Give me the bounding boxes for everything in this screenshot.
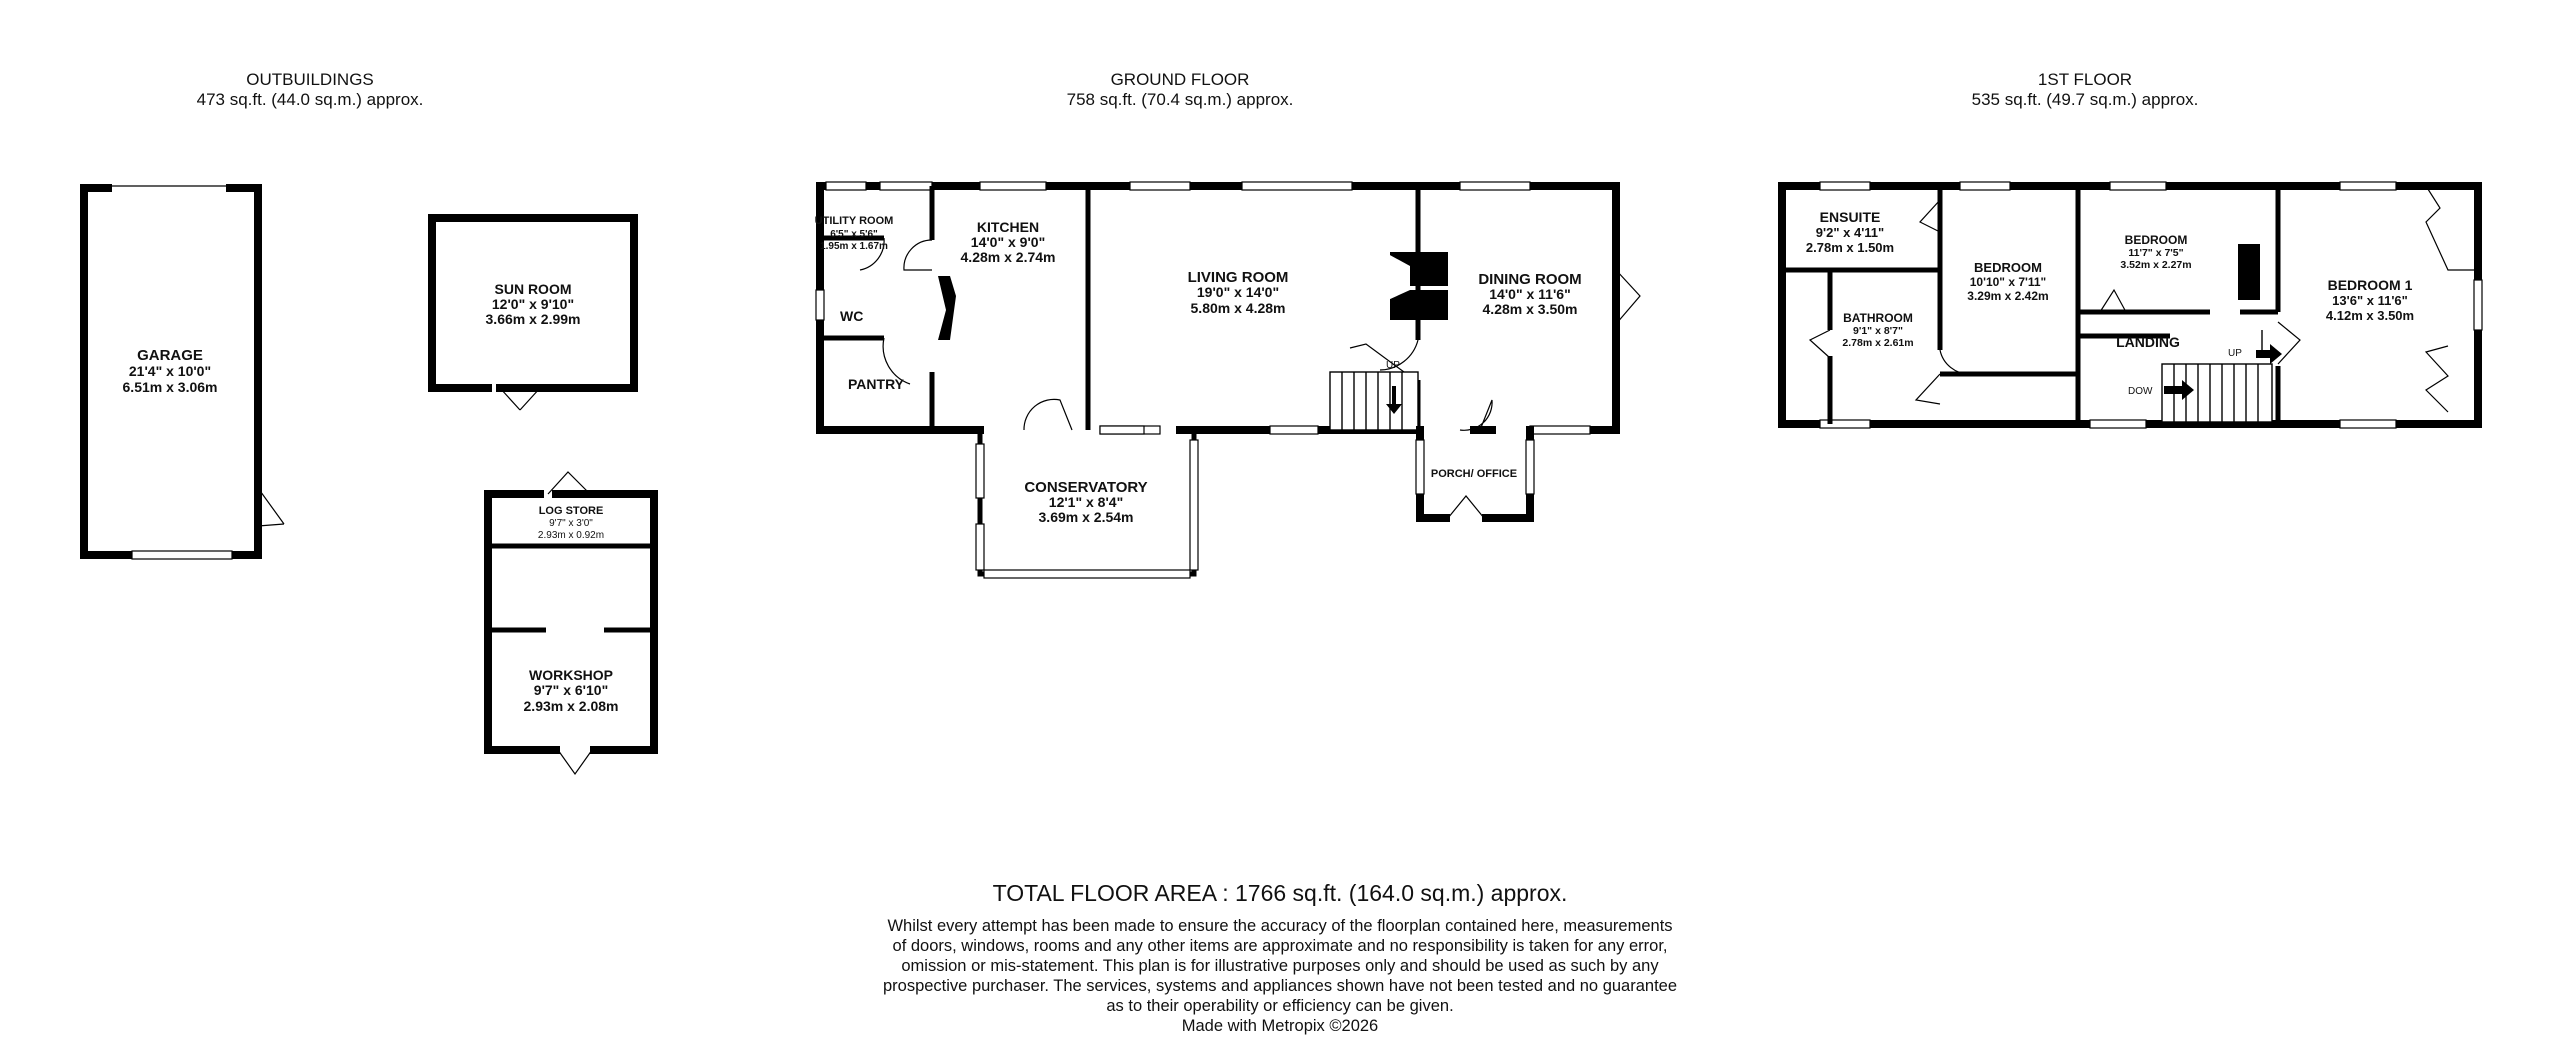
utility-room-label: UTILITY ROOM bbox=[815, 215, 894, 227]
porch-office-label: PORCH/ OFFICE bbox=[1431, 468, 1517, 480]
ground-floor-stairs bbox=[1329, 343, 1419, 431]
living-room-label: LIVING ROOM bbox=[1188, 269, 1289, 286]
outbuildings-heading: OUTBUILDINGS 473 sq.ft. (44.0 sq.m.) app… bbox=[150, 70, 470, 110]
dining-room-label: DINING ROOM bbox=[1478, 271, 1581, 288]
garage-label: GARAGE bbox=[137, 347, 203, 364]
log-store-workshop: LOG STORE 9'7" x 3'0" 2.93m x 0.92m WORK… bbox=[484, 471, 658, 776]
bedroom-a-label: BEDROOM bbox=[1974, 260, 2042, 275]
kitchen-metric: 4.28m x 2.74m bbox=[961, 249, 1056, 265]
bedroom-1-imperial: 13'6" x 11'6" bbox=[2332, 293, 2408, 308]
landing-label: LANDING bbox=[2116, 334, 2180, 350]
total-floor-area-text: TOTAL FLOOR AREA : 1766 sq.ft. (164.0 sq… bbox=[992, 880, 1568, 906]
first-up-label: UP bbox=[2228, 348, 2242, 359]
dining-room-imperial: 14'0" x 11'6" bbox=[1489, 286, 1570, 302]
ground-up-label: UP bbox=[1386, 360, 1400, 371]
bedroom-1-metric: 4.12m x 3.50m bbox=[2326, 308, 2414, 323]
first-floor-stairs bbox=[2161, 330, 2282, 423]
kitchen-label: KITCHEN bbox=[977, 219, 1039, 235]
bedroom-b-label: BEDROOM bbox=[2125, 233, 2188, 247]
disclaimer: Whilst every attempt has been made to en… bbox=[760, 916, 1800, 1036]
ensuite-metric: 2.78m x 1.50m bbox=[1806, 240, 1894, 255]
conservatory-imperial: 12'1" x 8'4" bbox=[1049, 494, 1123, 510]
ensuite-imperial: 9'2" x 4'11" bbox=[1816, 225, 1884, 240]
kitchen-imperial: 14'0" x 9'0" bbox=[971, 234, 1045, 250]
outbuildings-area: 473 sq.ft. (44.0 sq.m.) approx. bbox=[196, 90, 424, 109]
sun-room-imperial: 12'0" x 9'10" bbox=[492, 296, 574, 312]
pantry-label: PANTRY bbox=[848, 376, 905, 392]
conservatory bbox=[975, 425, 1199, 579]
log-store-imperial: 9'7" x 3'0" bbox=[549, 518, 593, 529]
workshop-imperial: 9'7" x 6'10" bbox=[534, 682, 608, 698]
conservatory-metric: 3.69m x 2.54m bbox=[1039, 509, 1134, 525]
ground-floor-area: 758 sq.ft. (70.4 sq.m.) approx. bbox=[1066, 90, 1294, 109]
disclaimer-line: prospective purchaser. The services, sys… bbox=[882, 977, 1678, 995]
sun-room-metric: 3.66m x 2.99m bbox=[486, 311, 581, 327]
disclaimer-line: of doors, windows, rooms and any other i… bbox=[892, 937, 1668, 955]
first-floor-area: 535 sq.ft. (49.7 sq.m.) approx. bbox=[1971, 90, 2199, 109]
bathroom-imperial: 9'1" x 8'7" bbox=[1853, 325, 1903, 337]
garage-imperial: 21'4" x 10'0" bbox=[129, 363, 211, 379]
bedroom-1-label: BEDROOM 1 bbox=[2328, 277, 2413, 293]
bedroom-a-metric: 3.29m x 2.42m bbox=[1967, 289, 2048, 303]
bedroom-b-metric: 3.52m x 2.27m bbox=[2120, 259, 2191, 271]
total-floor-area: TOTAL FLOOR AREA : 1766 sq.ft. (164.0 sq… bbox=[760, 880, 1800, 907]
garage: GARAGE 21'4" x 10'0" 6.51m x 3.06m bbox=[80, 184, 285, 560]
ensuite-label: ENSUITE bbox=[1820, 209, 1881, 225]
metropix-credit: Made with Metropix ©2026 bbox=[1181, 1017, 1379, 1035]
ground-floor-title: GROUND FLOOR bbox=[1110, 70, 1250, 89]
bedroom-b-imperial: 11'7" x 7'5" bbox=[2128, 247, 2183, 259]
bathroom-label: BATHROOM bbox=[1843, 311, 1913, 325]
first-down-label: DOW bbox=[2128, 386, 2153, 397]
log-store-label: LOG STORE bbox=[539, 505, 604, 517]
sun-room-label: SUN ROOM bbox=[495, 281, 572, 297]
first-floor-plan: UP DOW ENSUITE 9'2" x 4'11" 2.78m x 1.50… bbox=[1778, 181, 2483, 429]
disclaimer-line: Whilst every attempt has been made to en… bbox=[887, 917, 1673, 935]
bathroom-metric: 2.78m x 2.61m bbox=[1842, 337, 1913, 349]
disclaimer-line: omission or mis-statement. This plan is … bbox=[901, 957, 1659, 975]
first-floor-title: 1ST FLOOR bbox=[2037, 70, 2133, 89]
ground-floor-heading: GROUND FLOOR 758 sq.ft. (70.4 sq.m.) app… bbox=[1020, 70, 1340, 110]
ground-floor-plan: UP UTILITY ROOM 6'5" x 5'6" 1.95m x 1.67… bbox=[815, 181, 1641, 579]
utility-room-metric: 1.95m x 1.67m bbox=[820, 241, 888, 252]
utility-room-imperial: 6'5" x 5'6" bbox=[830, 229, 878, 240]
log-store-metric: 2.93m x 0.92m bbox=[538, 530, 604, 541]
dining-room-metric: 4.28m x 3.50m bbox=[1483, 301, 1578, 317]
disclaimer-line: as to their operability or efficiency ca… bbox=[1106, 997, 1454, 1015]
garage-metric: 6.51m x 3.06m bbox=[123, 379, 218, 395]
wc-label: WC bbox=[840, 308, 863, 324]
bedroom-a-imperial: 10'10" x 7'11" bbox=[1970, 275, 2046, 289]
workshop-metric: 2.93m x 2.08m bbox=[524, 698, 619, 714]
outbuildings-title: OUTBUILDINGS bbox=[246, 70, 374, 89]
living-room-metric: 5.80m x 4.28m bbox=[1191, 300, 1286, 316]
workshop-label: WORKSHOP bbox=[529, 667, 613, 683]
living-room-imperial: 19'0" x 14'0" bbox=[1197, 284, 1279, 300]
porch-office bbox=[1415, 426, 1535, 522]
first-floor-heading: 1ST FLOOR 535 sq.ft. (49.7 sq.m.) approx… bbox=[1925, 70, 2245, 110]
conservatory-label: CONSERVATORY bbox=[1024, 479, 1147, 496]
sun-room: SUN ROOM 12'0" x 9'10" 3.66m x 2.99m bbox=[428, 214, 638, 411]
